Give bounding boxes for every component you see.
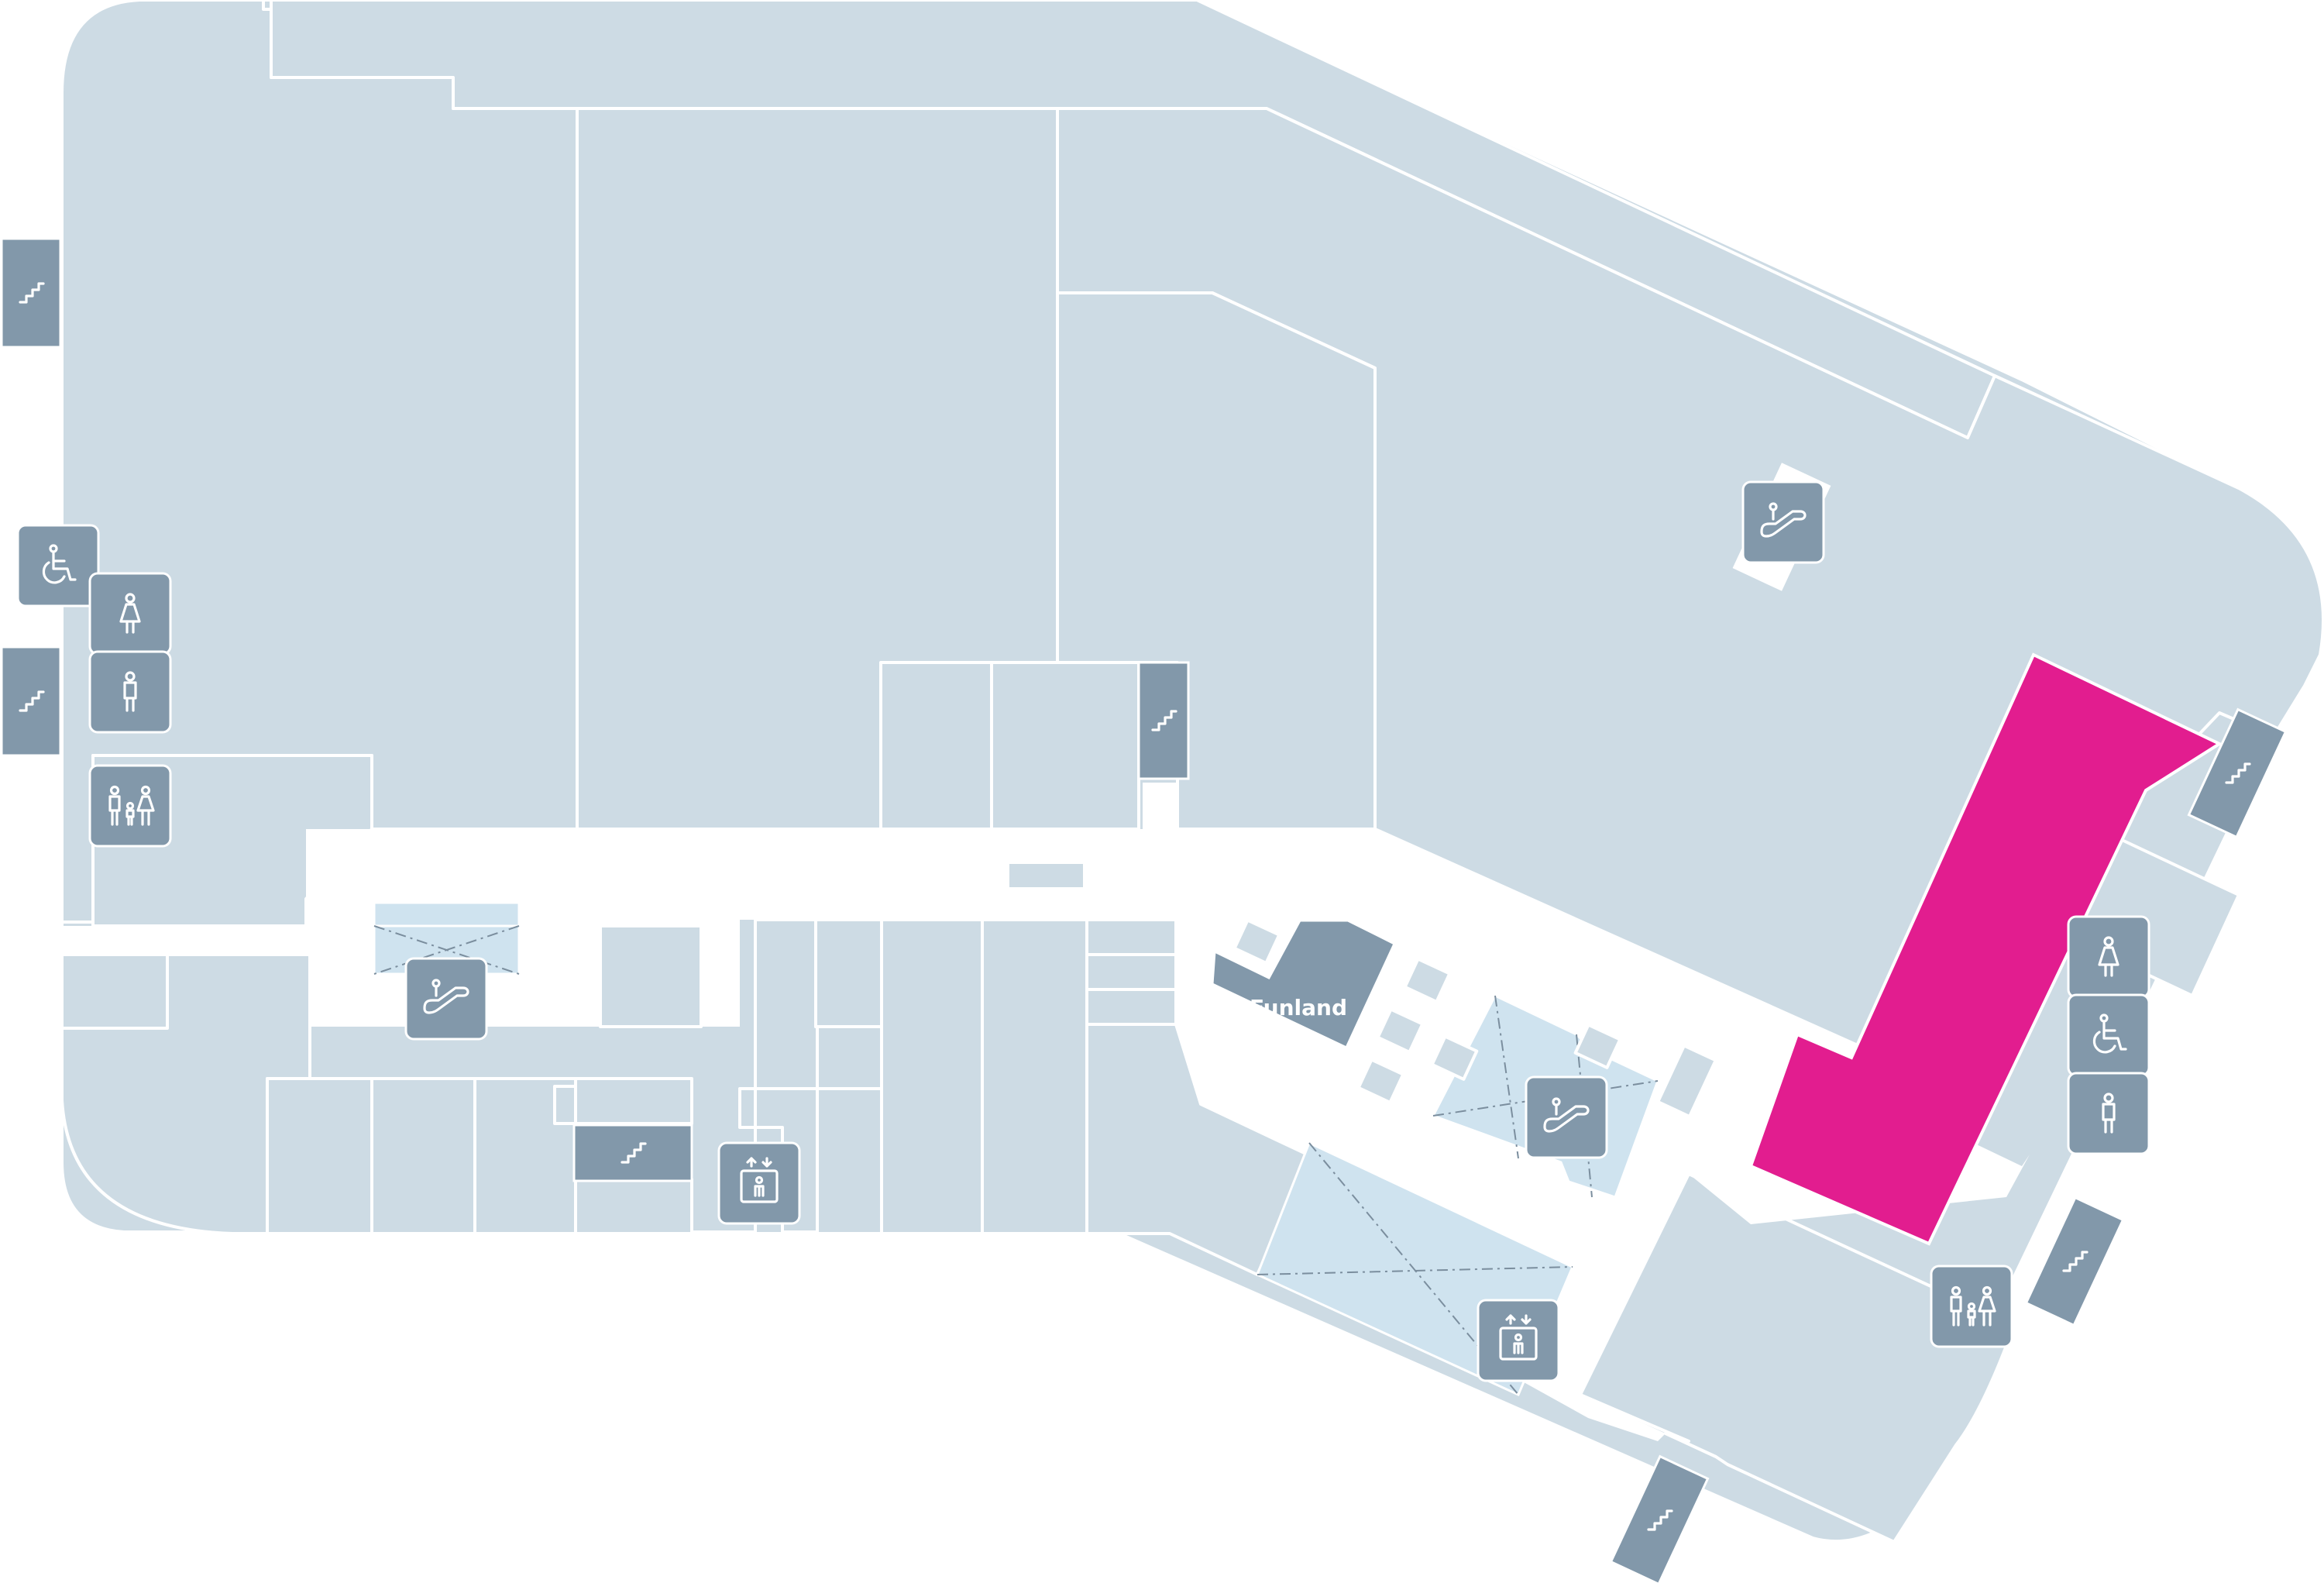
store-unit[interactable] <box>60 953 169 1030</box>
stairs-icon[interactable] <box>0 237 62 349</box>
male-toilet-icon[interactable] <box>88 650 172 734</box>
store-units <box>60 0 2324 1543</box>
store-unit[interactable] <box>1579 1172 2016 1543</box>
escalator-icon[interactable] <box>404 957 488 1041</box>
kiosks <box>1232 918 1717 1118</box>
stairs-icon[interactable] <box>1609 1454 1710 1583</box>
store-unit[interactable] <box>574 1178 693 1235</box>
store-unit[interactable] <box>981 918 1088 1235</box>
store-unit[interactable] <box>60 953 311 1235</box>
highlighted-store[interactable] <box>1748 652 2223 1246</box>
kiosk[interactable] <box>1403 957 1452 1003</box>
funland-area[interactable]: Funland <box>1211 919 1396 1050</box>
family-room-icon[interactable] <box>88 764 172 848</box>
store-unit[interactable] <box>370 1077 476 1235</box>
store-unit[interactable] <box>574 1077 693 1125</box>
funland-label: Funland <box>1250 995 1347 1020</box>
store-unit[interactable] <box>1085 953 1177 991</box>
stairs <box>0 237 2288 1583</box>
elevator-icon[interactable] <box>1477 1299 1560 1382</box>
store-unit[interactable] <box>880 918 984 1235</box>
store-unit[interactable] <box>990 661 1140 831</box>
store-unit[interactable] <box>553 1085 577 1125</box>
store-unit[interactable] <box>266 1077 373 1235</box>
store-unit[interactable] <box>816 1087 883 1235</box>
store-unit[interactable] <box>1085 918 1177 956</box>
store-unit[interactable] <box>1085 988 1177 1026</box>
service-icons <box>16 463 2150 1382</box>
stairs-icon[interactable] <box>0 645 62 757</box>
escalator-icon[interactable] <box>1741 480 1825 564</box>
kiosk[interactable] <box>1656 1044 1717 1118</box>
kiosk[interactable] <box>1356 1058 1405 1104</box>
stairs-icon[interactable] <box>572 1124 693 1182</box>
elevator-icon[interactable] <box>717 1141 801 1225</box>
stairs-icon[interactable] <box>2024 1196 2125 1327</box>
wheelchair-icon[interactable] <box>2067 993 2150 1077</box>
female-toilet-icon[interactable] <box>88 572 172 656</box>
kiosk[interactable] <box>1430 1034 1479 1081</box>
female-toilet-icon[interactable] <box>2067 915 2150 999</box>
stairs-icon[interactable] <box>1137 661 1190 780</box>
store-unit[interactable] <box>814 918 883 1028</box>
kiosk[interactable] <box>1232 918 1281 965</box>
store-unit[interactable] <box>599 924 703 1028</box>
escalator-icon[interactable] <box>1525 1075 1608 1159</box>
kiosk[interactable] <box>1376 1007 1425 1054</box>
kiosk[interactable] <box>1573 1023 1622 1069</box>
wheelchair-icon[interactable] <box>16 524 100 607</box>
family-room-icon[interactable] <box>1930 1265 2013 1348</box>
stairs-icon[interactable] <box>2187 707 2288 839</box>
male-toilet-icon[interactable] <box>2067 1072 2150 1155</box>
store-unit[interactable] <box>879 661 993 831</box>
